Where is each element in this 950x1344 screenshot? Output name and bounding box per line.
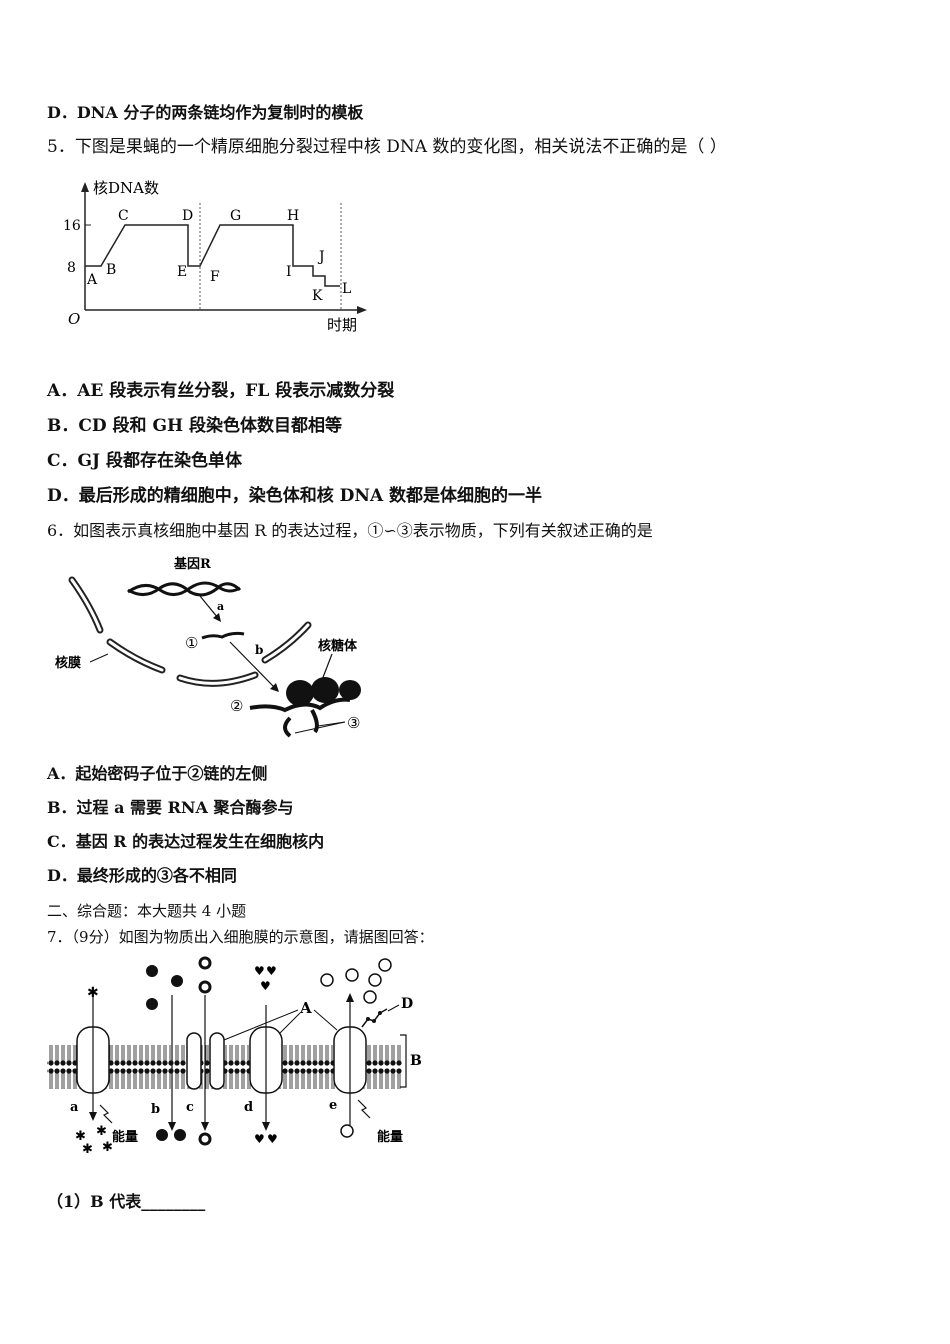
point-E: E [177,264,187,280]
q7-stem: 7．（9分）如图为物质出入细胞膜的示意图，请据图回答： [47,928,434,946]
label-1: ① [185,634,198,652]
q6-option-c: C．基因 R 的表达过程发生在细胞核内 [47,832,325,851]
q5-stem: 5．下图是果蝇的一个精原细胞分裂过程中核 DNA 数的变化图，相关说法不正确的是… [47,137,727,157]
energy-label-a: 能量 [112,1129,138,1145]
membrane-transport-figure: B ✱ ♥ ♥ ♥ D A a b c d e 能量 能量 ✱ ✱ ✱ ✱ [47,956,422,1157]
energy-bolt-a [99,1104,113,1124]
label-3: ③ [347,714,360,732]
tick-8: 8 [67,260,76,276]
molecule-e-top-1 [320,973,334,987]
molecule-d-top-3: ♥ [260,979,271,993]
y-axis-label: 核DNA数 [93,179,159,197]
channel-c-right [209,1032,225,1090]
molecule-b-bottom-2 [174,1129,186,1141]
point-D: D [182,208,193,224]
point-K: K [312,288,323,304]
label-b: b [255,643,263,657]
gene-dna-strand-2 [127,582,242,597]
label-a: a [217,600,224,613]
point-F: F [210,269,220,285]
molecule-c-top-1 [198,956,212,970]
molecule-a-bottom-2: ✱ [96,1124,107,1139]
molecule-d-bottom-1: ♥ [254,1132,265,1146]
molecule-d-top-2: ♥ [266,964,277,978]
molecule-b-top-1 [146,965,158,977]
arrow-b [229,641,276,689]
section-2-title: 二、综合题：本大题共 4 小题 [47,902,247,920]
x-axis-arrow [357,306,367,314]
label-e: e [329,1098,337,1113]
mrna-1 [201,631,245,640]
point-C: C [118,208,129,224]
tick-16: 16 [63,218,81,234]
membrane-label: 核膜 [55,655,81,671]
molecule-a-bottom-3: ✱ [82,1142,93,1157]
x-axis-label: 时期 [327,316,357,334]
q7-sub-question-1: （1）B 代表________ [47,1192,206,1211]
q5-option-c: C．GJ 段都存在染色单体 [47,451,243,471]
molecule-e-top-2 [345,968,359,982]
origin-label: O [68,310,80,328]
dna-curve [85,224,340,287]
gene-expression-figure: 基因R a ① b 核糖体 ② ③ 核膜 [55,556,361,738]
y-axis-arrow [81,182,89,192]
molecule-b-top-2 [171,975,183,987]
point-B: B [106,262,116,278]
label-a: a [70,1100,79,1115]
molecule-a-bottom-1: ✱ [75,1129,86,1144]
molecule-d-bottom-2: ♥ [267,1132,278,1146]
molecule-b-bottom-1 [156,1129,168,1141]
molecule-a-top: ✱ [87,985,99,1001]
molecule-c-top-2 [198,980,212,994]
q6-option-d: D．最终形成的③各不相同 [47,866,237,885]
q4-option-d: D．DNA 分子的两条链均作为复制时的模板 [47,103,364,122]
q6-option-a: A．起始密码子位于②链的左侧 [47,764,268,783]
ribosome-3 [339,680,361,700]
label-c: c [186,1100,194,1115]
molecule-e-top-3 [368,973,382,987]
energy-bolt-e [357,1099,371,1119]
label-A: A [299,999,312,1017]
point-I: I [286,264,292,280]
point-G: G [230,208,241,224]
q6-option-b: B．过程 a 需要 RNA 聚合酶参与 [47,798,294,817]
q5-option-d: D．最后形成的精细胞中，染色体和核 DNA 数都是体细胞的一半 [47,486,543,506]
q5-option-b: B．CD 段和 GH 段染色体数目都相等 [47,416,342,436]
channel-c-left [186,1032,202,1090]
ribosome-2 [311,677,339,703]
molecule-c-bottom [198,1132,212,1146]
label-b: b [151,1102,160,1117]
molecule-e-bottom [340,1124,354,1138]
molecule-e-top-5 [363,990,377,1004]
point-H: H [287,208,299,224]
molecule-d-top-1: ♥ [254,964,265,978]
polypeptide-2 [310,709,319,734]
point-J: J [317,249,325,265]
energy-label-e: 能量 [377,1129,403,1145]
label-D: D [401,996,413,1012]
ribosome-label: 核糖体 [318,638,358,654]
molecule-e-top-4 [378,958,392,972]
bracket-B [400,1034,407,1088]
point-A: A [86,272,98,288]
ribosome-1 [286,680,314,706]
polypeptide-1 [283,716,292,738]
label-B: B [410,1053,422,1069]
label-2: ② [230,697,243,715]
arrow-a [199,595,219,619]
dna-content-graph: 核DNA数 时期 O 16 8 A B C D E F G H I J K L [63,179,367,334]
q5-option-a: A．AE 段表示有丝分裂，FL 段表示减数分裂 [47,381,395,401]
glycoprotein-D [361,1008,388,1028]
gene-label: 基因R [173,556,211,572]
molecule-a-bottom-4: ✱ [102,1140,113,1155]
point-L: L [342,281,351,297]
gene-dna-strand-1 [127,581,241,596]
label-d: d [244,1100,253,1115]
q6-stem: 6．如图表示真核细胞中基因 R 的表达过程，①∽③表示物质，下列有关叙述正确的是 [47,521,653,540]
molecule-b-top-3 [146,998,158,1010]
